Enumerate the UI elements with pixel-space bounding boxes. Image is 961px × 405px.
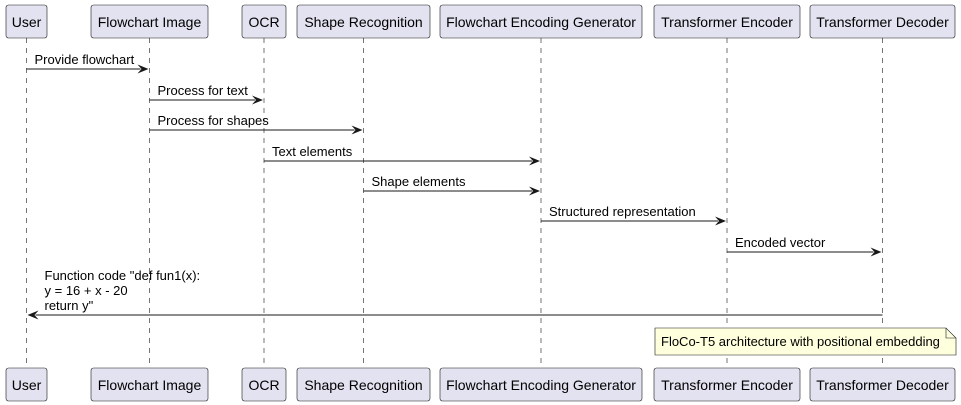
participant-box [809, 4, 956, 39]
note-fold [945, 328, 956, 339]
participant-box [809, 367, 956, 402]
message-label: Process for text [158, 83, 249, 98]
participant-label: Flowchart Encoding Generator [446, 377, 636, 393]
participant-label: Transformer Decoder [816, 14, 949, 30]
participant-label: OCR [248, 14, 279, 30]
participant-bottom-ocr: OCR [241, 367, 287, 402]
participant-label: Transformer Encoder [661, 14, 793, 30]
message-function-code-def-fun1-x: Function code "def fun1(x): y = 16 + x -… [27, 268, 883, 320]
message-process-for-text: Process for text [149, 83, 263, 105]
participant-box [90, 367, 209, 402]
participant-top-transformer-decoder: Transformer Decoder [809, 4, 956, 39]
participant-box [653, 367, 801, 402]
participant-box [439, 4, 643, 39]
message-arrowhead [715, 216, 726, 226]
message-label: Text elements [272, 144, 353, 159]
message-text-elements: Text elements [264, 144, 540, 166]
participant-label: OCR [248, 377, 279, 393]
participant-label: Shape Recognition [304, 14, 422, 30]
note-text: FloCo-T5 architecture with positional em… [661, 334, 940, 349]
message-label: Function code "def fun1(x): [45, 268, 201, 283]
participant-box [439, 367, 643, 402]
participant-top-shape-recognition: Shape Recognition [296, 4, 431, 39]
message-label: y = 16 + x - 20 [45, 283, 128, 298]
participant-label: User [12, 377, 42, 393]
message-arrowhead [27, 310, 39, 320]
participant-label: Flowchart Image [98, 377, 202, 393]
participant-bottom-transformer-decoder: Transformer Decoder [809, 367, 956, 402]
message-label: Encoded vector [735, 235, 826, 250]
message-provide-flowchart: Provide flowchart [26, 52, 149, 74]
message-arrowhead [529, 186, 540, 196]
participant-label: Shape Recognition [304, 377, 422, 393]
message-label: Provide flowchart [35, 52, 135, 67]
message-arrowhead [252, 95, 263, 105]
participant-label: User [12, 14, 42, 30]
message-arrowhead [351, 125, 363, 135]
participant-box [90, 4, 209, 39]
message-label: Shape elements [372, 174, 466, 189]
message-shape-elements: Shape elements [363, 174, 540, 196]
message-arrowhead [529, 156, 540, 166]
participant-box [296, 367, 431, 402]
participant-bottom-user: User [5, 367, 48, 402]
message-arrowhead [137, 64, 149, 74]
participant-top-ocr: OCR [241, 4, 287, 39]
participant-box [241, 4, 287, 39]
message-label: Structured representation [549, 204, 696, 219]
note: FloCo-T5 architecture with positional em… [654, 327, 957, 356]
participant-box [5, 4, 48, 39]
participant-top-flowchart-encoding-generator: Flowchart Encoding Generator [439, 4, 643, 39]
participant-label: Transformer Decoder [816, 377, 949, 393]
participant-top-transformer-encoder: Transformer Encoder [653, 4, 801, 39]
participant-bottom-flowchart-image: Flowchart Image [90, 367, 209, 402]
participant-top-user: User [5, 4, 48, 39]
participant-bottom-shape-recognition: Shape Recognition [296, 367, 431, 402]
participant-bottom-transformer-encoder: Transformer Encoder [653, 367, 801, 402]
participant-label: Flowchart Image [98, 14, 202, 30]
message-encoded-vector: Encoded vector [727, 235, 882, 257]
participant-bottom-flowchart-encoding-generator: Flowchart Encoding Generator [439, 367, 643, 402]
participant-box [5, 367, 48, 402]
message-label: Process for shapes [158, 113, 270, 128]
message-structured-representation: Structured representation [541, 204, 726, 226]
message-arrowhead [870, 247, 882, 257]
message-label: return y" [45, 298, 94, 313]
note-box [654, 327, 957, 356]
participant-box [653, 4, 801, 39]
participant-box [241, 367, 287, 402]
participant-label: Flowchart Encoding Generator [446, 14, 636, 30]
participant-label: Transformer Encoder [661, 377, 793, 393]
message-process-for-shapes: Process for shapes [149, 113, 363, 135]
participant-top-flowchart-image: Flowchart Image [90, 4, 209, 39]
participant-box [296, 4, 431, 39]
